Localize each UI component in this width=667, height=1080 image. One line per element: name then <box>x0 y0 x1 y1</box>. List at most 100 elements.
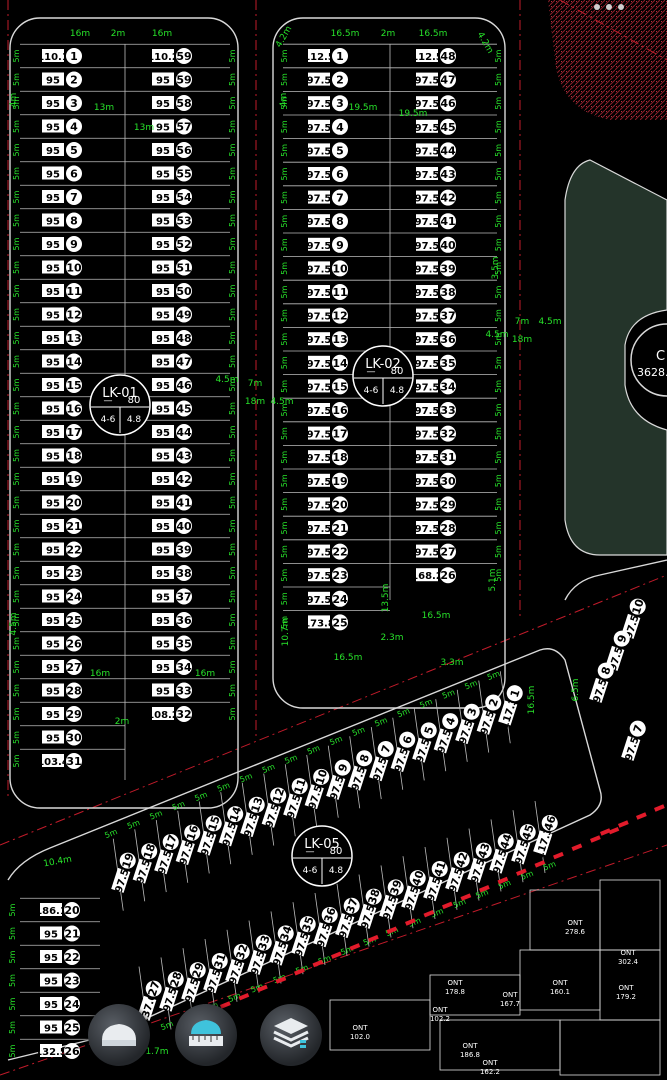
plot-19[interactable]: 97.519 <box>110 851 138 895</box>
plot-1[interactable]: 117.31 <box>496 683 525 731</box>
plot-38[interactable]: 97.538 <box>356 887 384 931</box>
plot-28[interactable]: 97.528 <box>158 969 186 1013</box>
plot-48[interactable]: 112.548 <box>411 48 456 64</box>
plot-59[interactable]: 110.259 <box>147 48 192 64</box>
plot-44[interactable]: 97.544 <box>488 831 516 875</box>
overflow-menu-icon[interactable] <box>589 0 629 12</box>
lk02-badge[interactable]: LK-02 — 80 4-6 4.8 <box>352 345 414 407</box>
layers-button[interactable] <box>260 1004 322 1066</box>
plot-13[interactable]: 97.513 <box>239 795 267 839</box>
plot-20[interactable]: 186.120 <box>35 902 80 918</box>
plot-8[interactable]: 97.58 <box>588 661 616 705</box>
plot-26[interactable]: 132.526 <box>35 1043 80 1059</box>
plot-26[interactable]: 168.226 <box>411 567 456 584</box>
plot-10[interactable]: 97.510 <box>303 767 331 811</box>
plot-31[interactable]: 97.531 <box>202 951 230 995</box>
plot-31[interactable]: 103.431 <box>37 753 82 769</box>
plot-39[interactable]: 97.539 <box>378 877 406 921</box>
plot-17[interactable]: 97.517 <box>153 832 181 876</box>
plot-42[interactable]: 97.542 <box>444 850 472 894</box>
measure-button[interactable] <box>175 1004 237 1066</box>
lk01-badge[interactable]: LK-01 — 80 4-6 4.8 <box>89 374 151 436</box>
